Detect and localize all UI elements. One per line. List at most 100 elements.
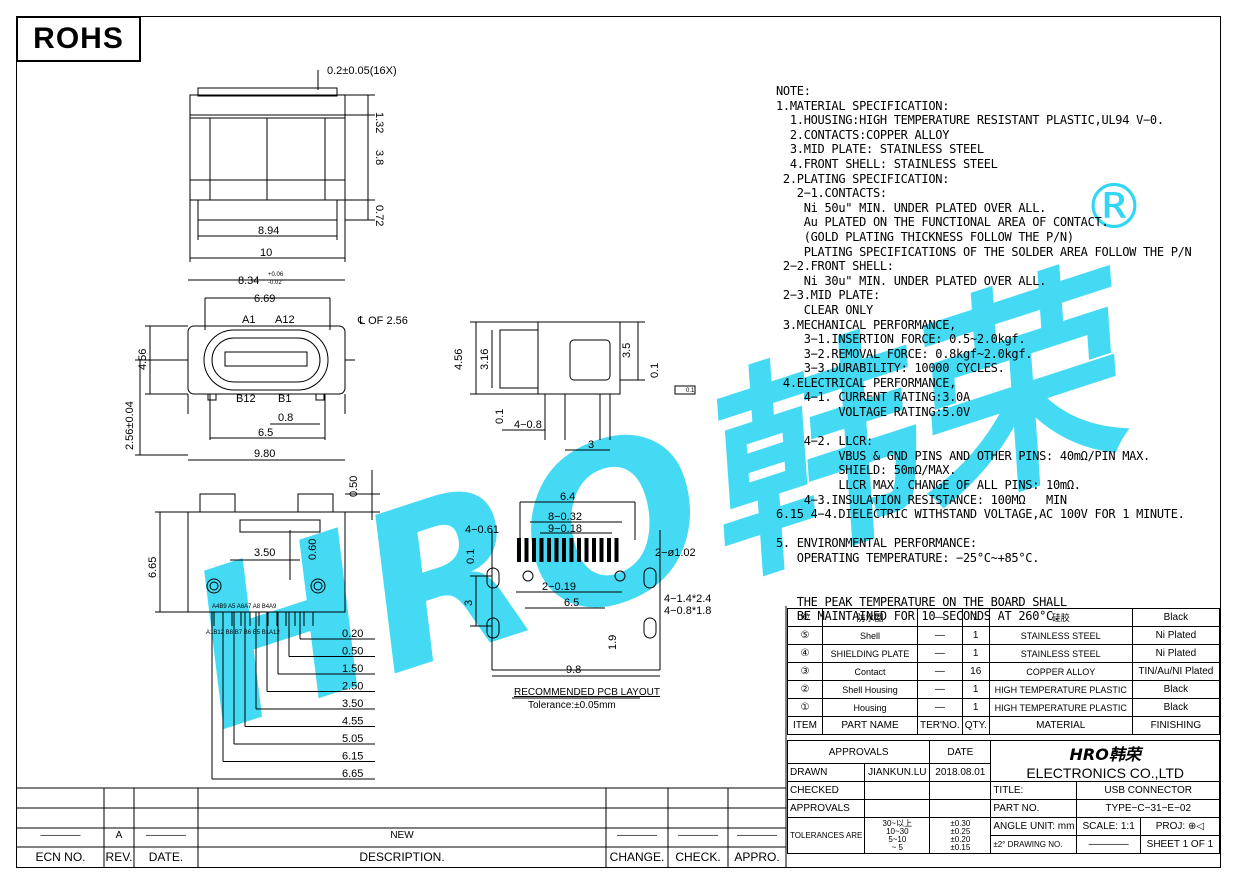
- dim-h3: 0.72: [373, 205, 385, 226]
- pcb-d2: 6.5: [564, 597, 579, 609]
- bom-cell-finish: Black: [1131, 698, 1221, 717]
- note-line: VOLTAGE RATING:5.0V: [776, 405, 970, 420]
- dim-w-inner: 8.94: [258, 225, 279, 237]
- bom-cell-ter: —: [917, 698, 963, 717]
- ladder-label: 0.50: [342, 646, 363, 658]
- bom-cell-ter: —: [917, 680, 963, 699]
- front-center: 2.56±0.04: [124, 401, 136, 450]
- tb-sheet: SHEET 1 OF 1: [1139, 835, 1221, 854]
- tol-2-value: ±0.20: [950, 834, 971, 844]
- ladder-label: 5.05: [342, 733, 363, 745]
- bom-cell-qty: 1: [961, 644, 990, 663]
- note-line: 3.MID PLATE: STAINLESS STEEL: [776, 142, 984, 157]
- pcb-pad: [584, 538, 589, 562]
- ladder-label: 1.50: [342, 663, 363, 675]
- pcb-w4: 4−0.61: [465, 524, 499, 536]
- side-h5: 0.1: [494, 409, 506, 424]
- bom-cell-name: Shell: [822, 626, 918, 645]
- tb-drawn-label: DRAWN: [786, 763, 866, 782]
- tb-drawn-date: 2018.08.01: [929, 763, 992, 782]
- bom-cell-material: HIGH TEMPERATURE PLASTIC: [988, 698, 1133, 717]
- note-line: 3.MECHANICAL PERFORMANCE,: [776, 317, 957, 332]
- revision-grid: [17, 606, 787, 868]
- note-line: THE PEAK TEMPERATURE ON THE BOARD SHALL: [776, 594, 1067, 609]
- rev-appro-value: ————: [737, 830, 777, 841]
- note-line: 3−1.INSERTION FORCE: 0.5~2.0kgf.: [776, 332, 1026, 347]
- bot-d4: 6.65: [147, 557, 159, 578]
- pcb-slot2: 4−0.8*1.8: [664, 605, 711, 617]
- rev-rev-header: REV.: [105, 850, 133, 864]
- centerline-label: ℄ OF 2.56: [357, 315, 408, 327]
- tb-company: ELECTRONICS CO.,LTD: [1026, 765, 1184, 781]
- note-line: 4.ELECTRICAL PERFORMANCE,: [776, 375, 957, 390]
- rev-appro-header: APPRO.: [734, 850, 780, 864]
- top-view: [189, 70, 375, 262]
- front-view: [135, 279, 355, 461]
- bot-d3: 0.60: [307, 539, 319, 560]
- pcb-slot1: 4−1.4*2.4: [664, 593, 711, 605]
- side-view: [470, 321, 696, 451]
- pcb-pad: [614, 538, 619, 562]
- rev-change-header: CHANGE.: [609, 850, 665, 864]
- front-p2: 6.5: [258, 427, 273, 439]
- pcb-w3: 9−0.18: [548, 523, 582, 535]
- bom-cell-ter: —: [917, 626, 963, 645]
- pcb-pad: [524, 538, 529, 562]
- pcb-tolerance: Tolerance:±0.05mm: [528, 700, 616, 711]
- tb-title-label: TITLE:: [990, 781, 1078, 800]
- bom-cell-finish: Ni Plated: [1131, 626, 1221, 645]
- bom-cell-item: ①: [787, 698, 823, 717]
- note-line: 1.HOUSING:HIGH TEMPERATURE RESISTANT PLA…: [776, 113, 1164, 128]
- rev-date-header: DATE.: [148, 850, 184, 864]
- bom-cell-name: Contact: [822, 662, 918, 681]
- note-line: LLCR MAX. CHANGE OF ALL PINS: 10mΩ.: [776, 478, 1081, 493]
- dim-w-outer: 10: [260, 247, 272, 259]
- note-line: 2−1.CONTACTS:: [776, 186, 887, 201]
- tol-0-value: ±0.30: [950, 818, 971, 828]
- tb-unit: UNIT: mm: [1030, 821, 1075, 832]
- note-line: 1.MATERIAL SPECIFICATION:: [776, 98, 950, 113]
- bom-h-qty: QTY.: [961, 716, 990, 735]
- pcb-w2: 8−0.32: [548, 511, 582, 523]
- pcb-pad: [599, 538, 604, 562]
- bom-cell-finish: Black: [1131, 680, 1221, 699]
- front-h: 4.56: [137, 349, 149, 370]
- pcb-pads: [517, 538, 619, 562]
- bom-cell-material: COPPER ALLOY: [988, 662, 1133, 681]
- rev-ecn-value: ————: [40, 830, 81, 841]
- title-block: APPROVALS DATE HRO韩荣 ELECTRONICS CO.,LTD…: [786, 740, 1221, 854]
- pcb-v1: 0.1: [465, 549, 477, 564]
- tb-approvals-hdr: APPROVALS: [786, 740, 931, 764]
- ladder-label: 6.15: [342, 751, 363, 763]
- rev-date-value: ————: [146, 830, 186, 841]
- pcb-pad: [517, 538, 521, 562]
- front-w2: 6.69: [254, 293, 275, 305]
- bom-h-item: ITEM: [787, 716, 823, 735]
- bom-cell-name: 防水圈: [822, 608, 918, 627]
- bom-cell-qty: 1: [961, 608, 990, 627]
- note-line: 2−3.MID PLATE:: [776, 288, 880, 303]
- pins-bot: A1B12 B8 B7 B6 B5 B1A12: [206, 630, 280, 636]
- pcb-pad: [592, 538, 596, 562]
- front-w1: 8.34: [238, 275, 259, 287]
- side-w1: 4−0.8: [514, 419, 542, 431]
- side-h1: 4.56: [453, 349, 465, 370]
- projection-icon: ⊕◁: [1188, 821, 1205, 832]
- bot-d2: 3.50: [254, 547, 275, 559]
- note-line: 5. ENVIRONMENTAL PERFORMANCE:: [776, 536, 977, 551]
- bom-h-ter: TER'NO.: [917, 716, 963, 735]
- tb-tolerances-label: TOLERANCES ARE: [786, 817, 866, 854]
- note-line: 2.CONTACTS:COPPER ALLOY: [776, 127, 950, 142]
- bom-header-row: ITEM PART NAME TER'NO. QTY. MATERIAL FIN…: [787, 716, 1221, 735]
- pin-ladder: [211, 612, 375, 780]
- bom-cell-name: SHIELDING PLATE: [822, 644, 918, 663]
- note-line: [776, 420, 1191, 435]
- tb-partno-label: PART NO.: [990, 799, 1078, 818]
- note-line: (GOLD PLATING THICKNESS FOLLOW THE P/N): [776, 229, 1074, 244]
- bom-cell-item: ⑥: [787, 608, 823, 627]
- note-line: Au PLATED ON THE FUNCTIONAL AREA OF CONT…: [776, 215, 1109, 230]
- note-line: 2.PLATING SPECIFICATION:: [776, 171, 950, 186]
